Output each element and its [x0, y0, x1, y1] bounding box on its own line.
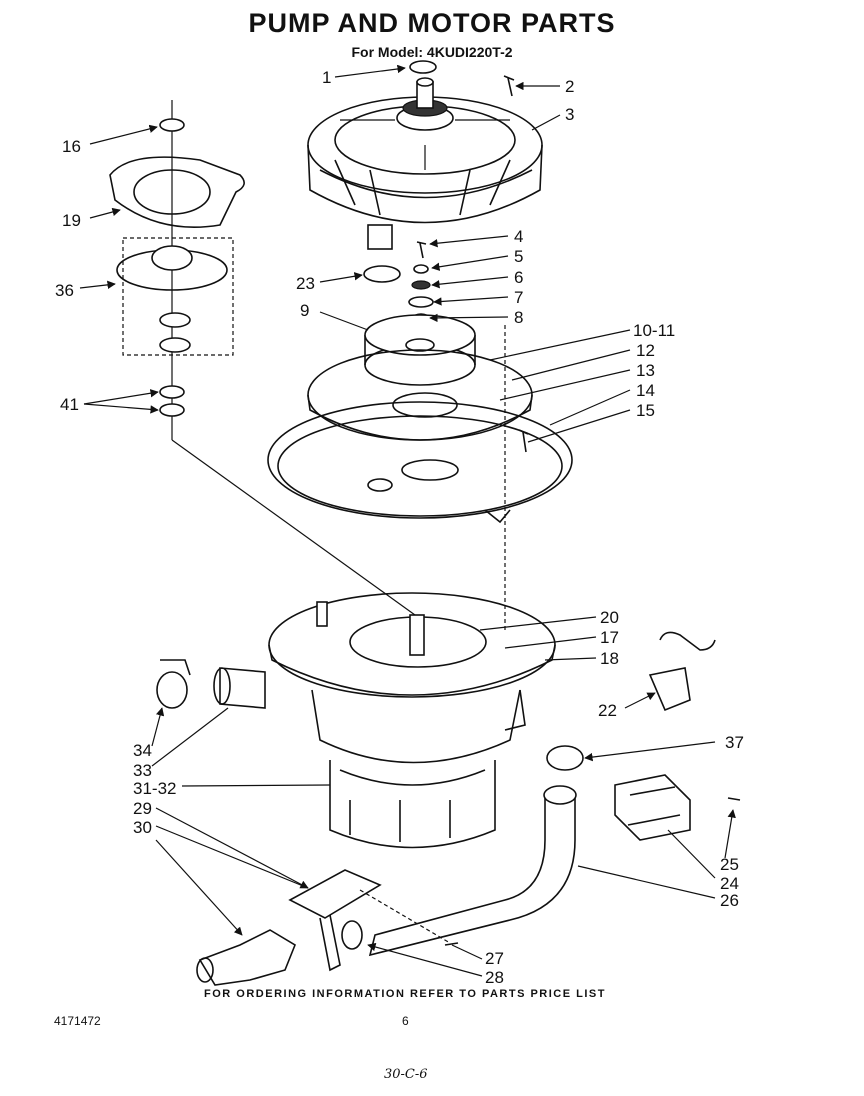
callout-37: 37 [725, 733, 744, 752]
washer-part-1 [409, 60, 437, 74]
callout-leaders [79, 64, 736, 977]
pump-housing-drawing [307, 77, 543, 250]
left-seal-assembly [109, 100, 245, 440]
callout-4: 4 [514, 227, 523, 246]
callout-22: 22 [598, 701, 617, 720]
callout-5: 5 [514, 247, 523, 266]
page-title: PUMP AND MOTOR PARTS [248, 8, 616, 38]
callout-33: 33 [133, 761, 152, 780]
page-number: 6 [402, 1014, 409, 1028]
drain-hose-assembly [368, 745, 584, 957]
callout-13: 13 [636, 361, 655, 380]
inlet-port-clamp [156, 659, 266, 709]
callout-27: 27 [485, 949, 504, 968]
switch-part-22 [648, 631, 716, 712]
callout-labels: 1 2 3 4 5 6 7 8 9 10-11 12 13 14 15 16 1… [55, 68, 744, 987]
callout-2: 2 [565, 77, 574, 96]
callout-29: 29 [133, 799, 152, 818]
callout-34: 34 [133, 741, 152, 760]
callout-26: 26 [720, 891, 739, 910]
callout-7: 7 [514, 288, 523, 307]
callout-36: 36 [55, 281, 74, 300]
callout-9: 9 [300, 301, 309, 320]
callout-30: 30 [133, 818, 152, 837]
callout-31-32: 31-32 [133, 779, 176, 798]
callout-15: 15 [636, 401, 655, 420]
callout-28: 28 [485, 968, 504, 987]
callout-16: 16 [62, 137, 81, 156]
callout-18: 18 [600, 649, 619, 668]
screw-part-2 [503, 75, 515, 97]
callout-23: 23 [296, 274, 315, 293]
callout-1: 1 [322, 68, 331, 87]
callout-17: 17 [600, 628, 619, 647]
document-number: 4171472 [54, 1014, 101, 1028]
callout-14: 14 [636, 381, 655, 400]
valve-bracket-assembly [196, 869, 459, 986]
callout-6: 6 [514, 268, 523, 287]
callout-12: 12 [636, 341, 655, 360]
callout-8: 8 [514, 308, 523, 327]
callout-20: 20 [600, 608, 619, 627]
callout-3: 3 [565, 105, 574, 124]
callout-19: 19 [62, 211, 81, 230]
motor-housing-drawing [268, 592, 556, 849]
pump-plate-part-12-13 [307, 349, 533, 441]
handwritten-note: 30-C-6 [384, 1067, 428, 1082]
callout-24: 24 [720, 874, 739, 893]
seal-part-23 [363, 265, 401, 283]
impeller-part-9 [364, 314, 476, 386]
small-hardware-stack [408, 241, 434, 323]
ordering-note: FOR ORDERING INFORMATION REFER TO PARTS … [204, 988, 606, 1000]
callout-25: 25 [720, 855, 739, 874]
callout-10-11: 10-11 [633, 321, 675, 340]
callout-41: 41 [60, 395, 79, 414]
base-plate-part-14-15 [267, 401, 573, 524]
relay-part-24 [614, 774, 741, 841]
model-subtitle: For Model: 4KUDI220T-2 [351, 44, 513, 60]
